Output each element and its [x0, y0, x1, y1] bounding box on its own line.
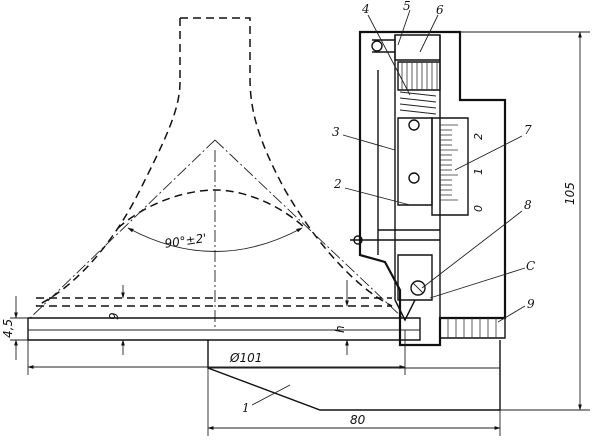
- dimension-h: h: [333, 280, 349, 355]
- svg-text:C: C: [526, 259, 535, 273]
- svg-text:9: 9: [107, 312, 121, 320]
- svg-text:9: 9: [527, 297, 535, 311]
- svg-text:1: 1: [242, 401, 250, 415]
- svg-text:2: 2: [333, 177, 342, 191]
- angle-dimension: 90°±2': [164, 231, 208, 251]
- callout-c: C: [429, 259, 535, 299]
- callout-8: 8: [421, 198, 532, 289]
- side-screw: [439, 317, 506, 339]
- vernier-scale: 2 1 0: [431, 117, 485, 216]
- svg-text:105: 105: [563, 182, 577, 205]
- dimension-4-5: 4,5: [1, 296, 28, 360]
- callout-5: 5: [397, 0, 411, 46]
- svg-text:3: 3: [332, 125, 340, 139]
- scale-label-2: 2: [472, 133, 485, 140]
- base-plate: [27, 297, 501, 411]
- svg-text:5: 5: [403, 0, 411, 13]
- dimension-80: 80: [207, 368, 501, 436]
- callout-2: 2: [333, 177, 411, 206]
- callout-7: 7: [454, 123, 532, 171]
- dashed-funnel-outline: [35, 17, 393, 307]
- svg-text:80: 80: [350, 413, 366, 427]
- scale-label-1: 1: [472, 168, 485, 175]
- svg-text:4,5: 4,5: [1, 319, 15, 338]
- callout-4: 4: [361, 2, 411, 96]
- dimension-diameter: Ø101: [27, 330, 406, 375]
- cone-angle-lines: [27, 139, 406, 321]
- svg-text:4: 4: [361, 2, 370, 16]
- callout-1: 1: [242, 384, 291, 415]
- caliper-body: [350, 30, 507, 347]
- callout-3: 3: [332, 125, 396, 151]
- svg-text:7: 7: [524, 123, 532, 137]
- svg-text:8: 8: [524, 198, 532, 212]
- scale-label-0: 0: [472, 205, 485, 212]
- svg-text:Ø101: Ø101: [229, 351, 262, 365]
- svg-text:6: 6: [436, 3, 444, 17]
- callout-9: 9: [497, 297, 535, 323]
- svg-text:h: h: [333, 325, 347, 333]
- angle-arc: [127, 227, 303, 252]
- callout-6: 6: [419, 3, 444, 53]
- dimension-9: 9: [107, 285, 125, 355]
- dimension-105: 105: [460, 31, 590, 411]
